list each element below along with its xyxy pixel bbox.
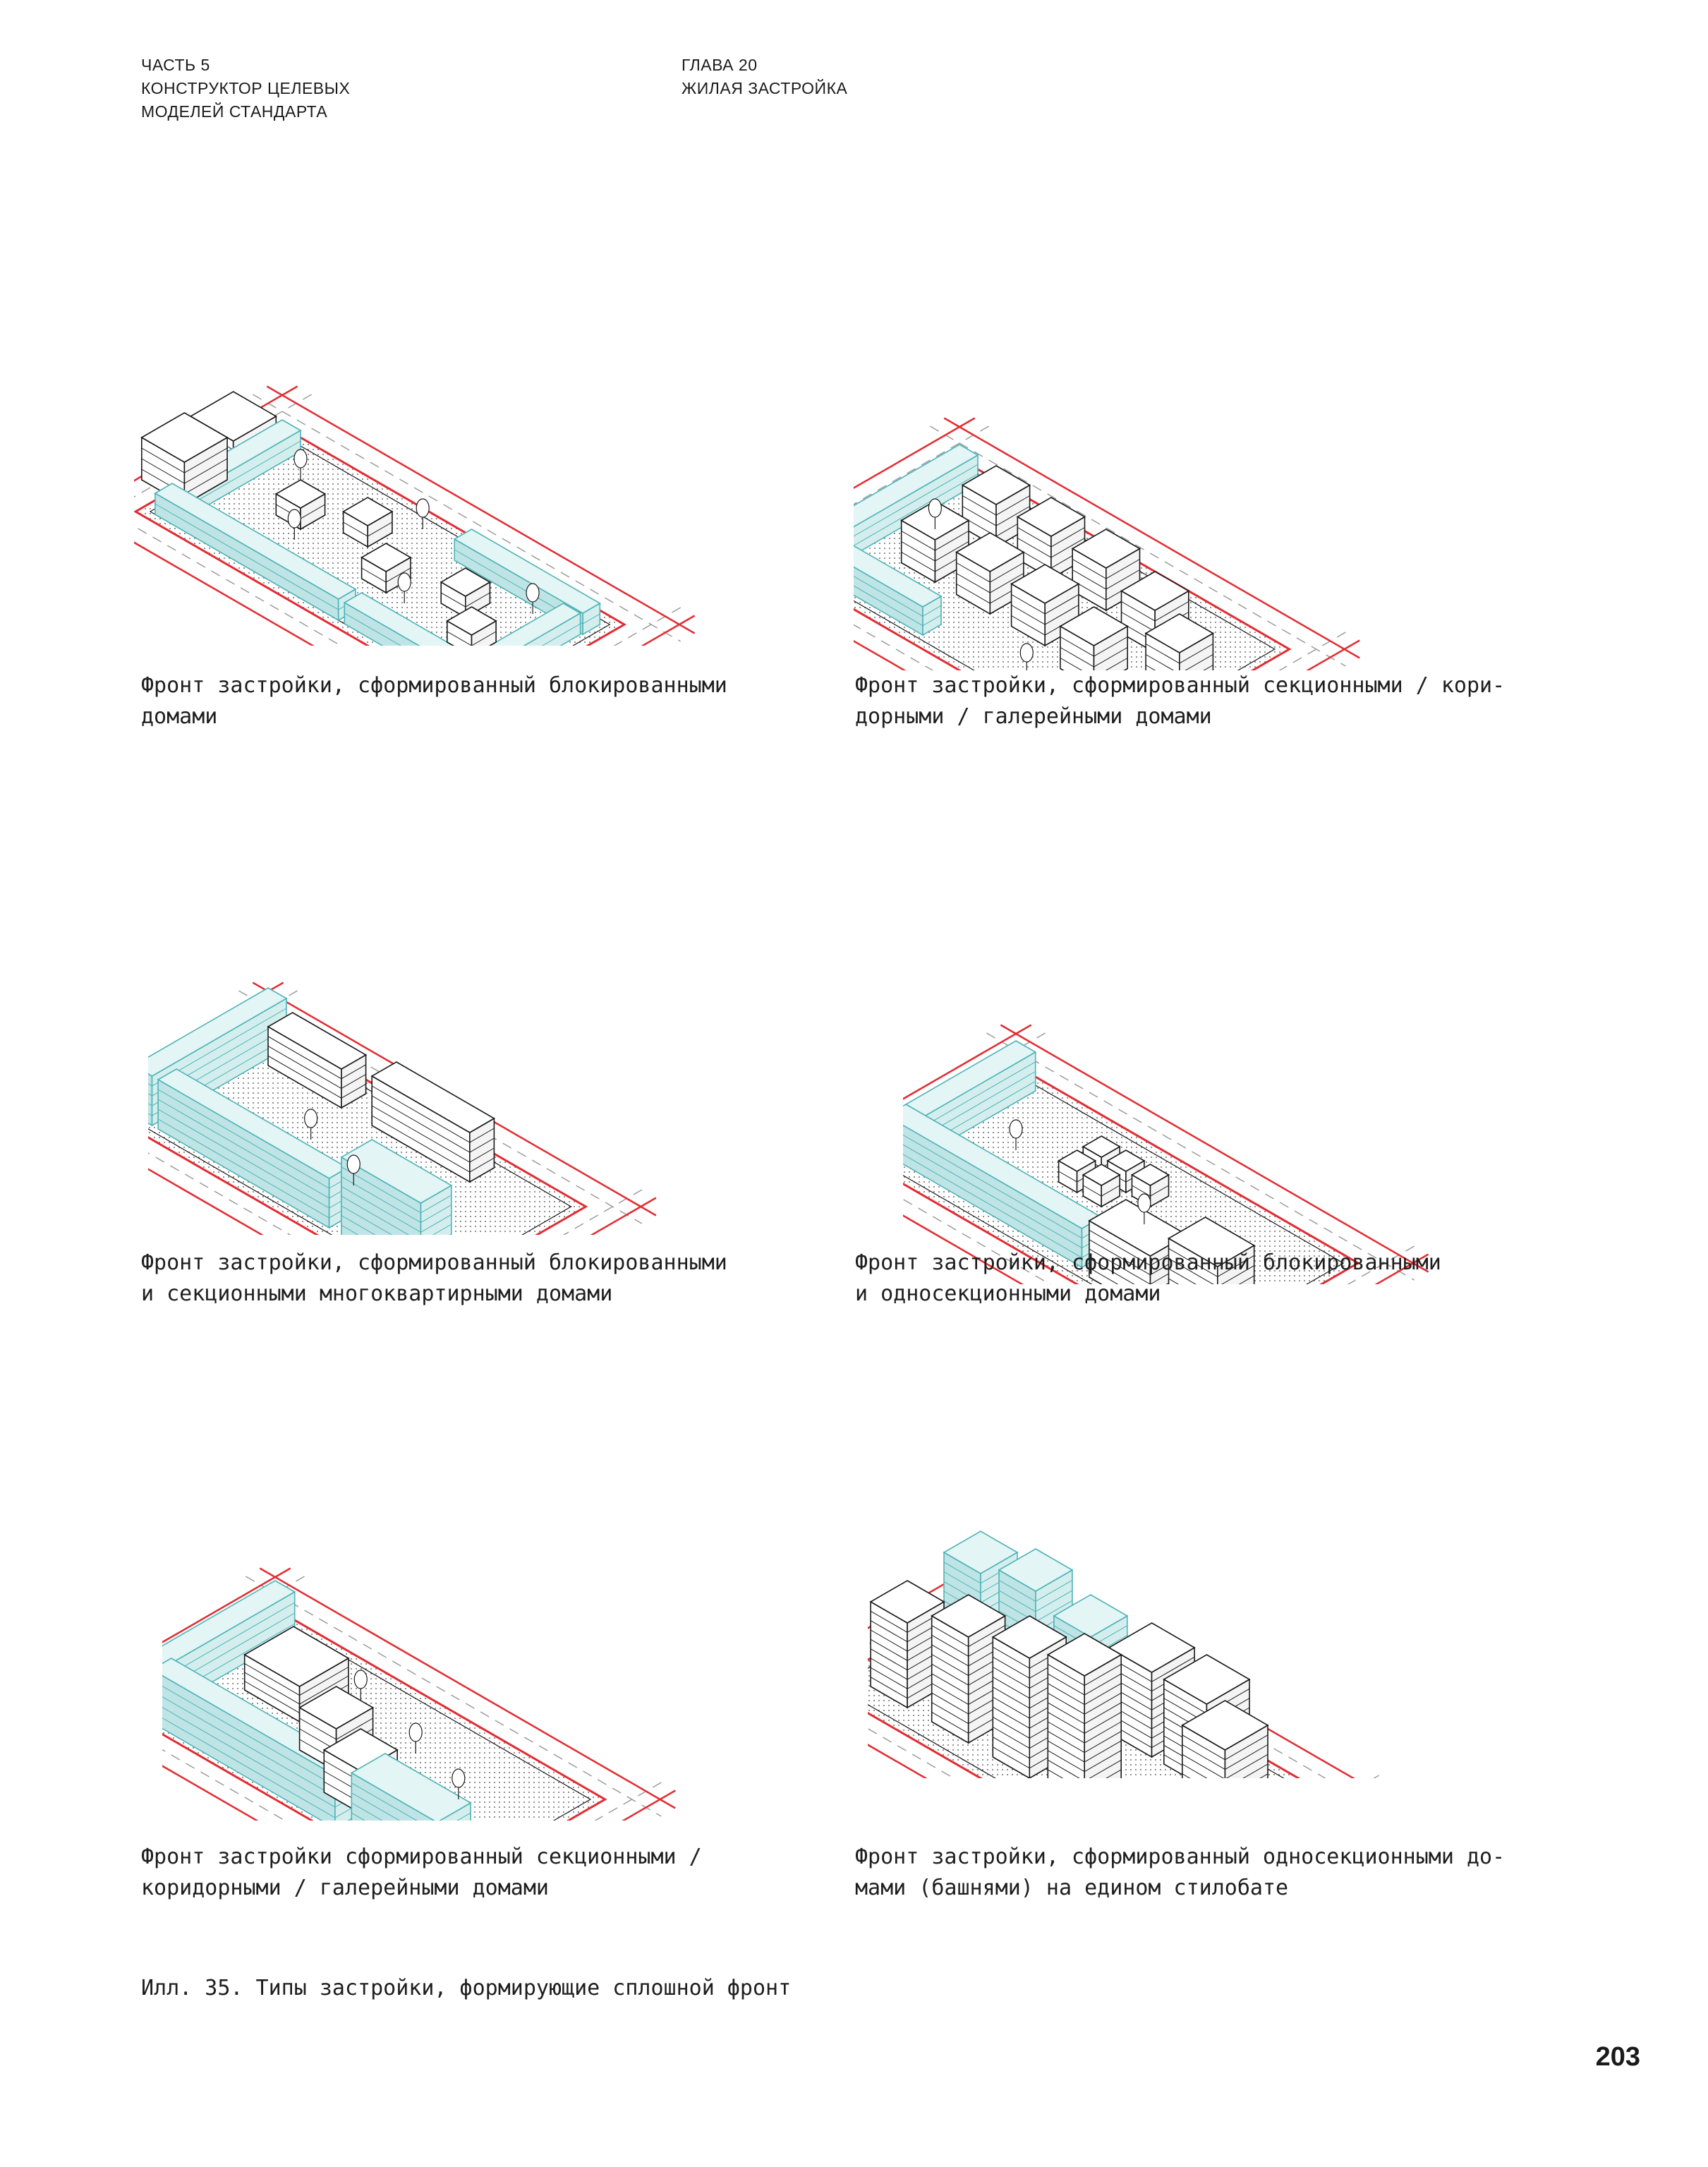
isometric-section-houses-icon [854, 275, 1566, 670]
caption-line: и односекционными домами [855, 1281, 1161, 1306]
caption-line: мами (башнями) на едином стилобате [855, 1876, 1289, 1900]
header-part-line: МОДЕЛЕЙ СТАНДАРТА [141, 102, 328, 121]
figure-caption: Фронт застройки, сформированный секционн… [855, 670, 1505, 732]
figure-caption: Фронт застройки, сформированный односекц… [855, 1842, 1505, 1904]
header-chapter-line: ЖИЛАЯ ЗАСТРОЙКА [682, 79, 848, 97]
caption-line: Фронт застройки, сформированный блокиров… [855, 1250, 1441, 1275]
caption-line: Фронт застройки, сформированный секционн… [855, 673, 1506, 698]
isometric-mixed-block-section-icon [148, 840, 861, 1235]
page-number: 203 [1595, 2042, 1640, 2072]
figure-caption: Фронт застройки сформированный секционны… [141, 1842, 702, 1904]
running-header-chapter: ГЛАВА 20 ЖИЛАЯ ЗАСТРОЙКА [682, 54, 847, 100]
figure-caption: Фронт застройки, сформированный блокиров… [141, 670, 727, 732]
caption-line: и секционными многоквартирными домами [141, 1281, 613, 1306]
header-part-line: КОНСТРУКТОР ЦЕЛЕВЫХ [141, 79, 351, 97]
header-chapter-line: ГЛАВА 20 [682, 56, 758, 74]
running-header-part: ЧАСТЬ 5 КОНСТРУКТОР ЦЕЛЕВЫХ МОДЕЛЕЙ СТАН… [141, 54, 350, 123]
isometric-towers-stylobate-icon [868, 1383, 1580, 1778]
caption-line: Фронт застройки сформированный секционны… [141, 1845, 702, 1869]
caption-line: Фронт застройки, сформированный блокиров… [141, 1250, 727, 1275]
figure-caption: Фронт застройки, сформированный блокиров… [855, 1248, 1441, 1310]
caption-line: домами [141, 704, 218, 729]
figure-caption: Фронт застройки, сформированный блокиров… [141, 1248, 727, 1310]
isometric-block-houses-icon [134, 250, 847, 646]
caption-line: Фронт застройки, сформированный односекц… [855, 1845, 1506, 1869]
header-part-line: ЧАСТЬ 5 [141, 56, 210, 74]
isometric-corridor-gallery-icon [162, 1425, 875, 1821]
caption-line: Фронт застройки, сформированный блокиров… [141, 673, 727, 698]
isometric-block-single-section-icon [903, 889, 1616, 1284]
caption-line: коридорными / галерейными домами [141, 1876, 549, 1900]
caption-line: дорными / галерейными домами [855, 704, 1212, 729]
illustration-caption: Илл. 35. Типы застройки, формирующие спл… [141, 1976, 792, 2000]
